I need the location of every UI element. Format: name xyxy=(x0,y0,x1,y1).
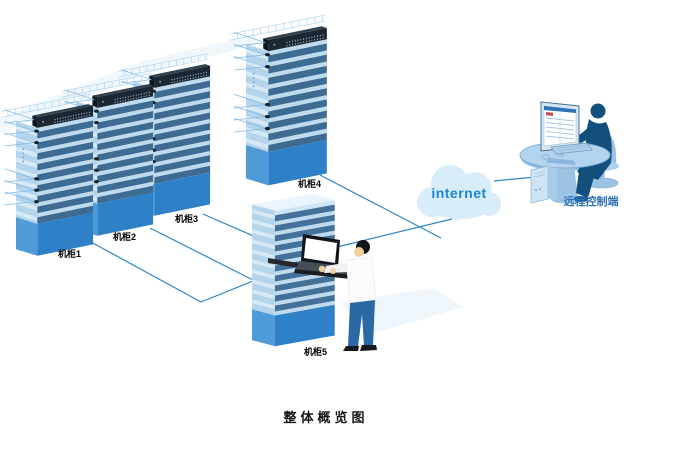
remote-workstation xyxy=(519,101,619,204)
operator-figure xyxy=(268,234,377,351)
laptop-icon xyxy=(294,234,352,279)
operator-face xyxy=(354,247,364,257)
line-cabinet5-internet xyxy=(336,218,453,248)
line-cabinet4-internet xyxy=(319,174,442,239)
cabinet-label-2: 机柜2 xyxy=(113,232,137,242)
pc-tower-icon xyxy=(530,165,557,204)
line-cabinet3-cabinet5 xyxy=(202,213,259,239)
desk-pedestal xyxy=(552,165,578,198)
cabinet-label-5: 机柜5 xyxy=(304,347,328,357)
cabinet-label-1: 机柜1 xyxy=(58,249,82,259)
line-cabinet1-cabinet5 xyxy=(90,241,259,303)
cabinet-label-4: 机柜4 xyxy=(298,179,322,189)
internet-label: internet xyxy=(431,185,487,201)
operator-shirt xyxy=(345,256,377,305)
diagram-title: 整体概览图 xyxy=(283,410,369,425)
cabinet-label-3: 机柜3 xyxy=(175,214,199,224)
line-cabinet2-cabinet5 xyxy=(149,227,258,283)
remote-terminal-label: 远程控制端 xyxy=(563,196,619,208)
connection-lines xyxy=(90,174,536,303)
cloud-icon xyxy=(417,165,501,220)
line-internet-remote xyxy=(493,176,536,182)
mouse-icon xyxy=(542,154,550,160)
background-wash xyxy=(0,34,256,134)
operator-trousers xyxy=(348,300,375,347)
